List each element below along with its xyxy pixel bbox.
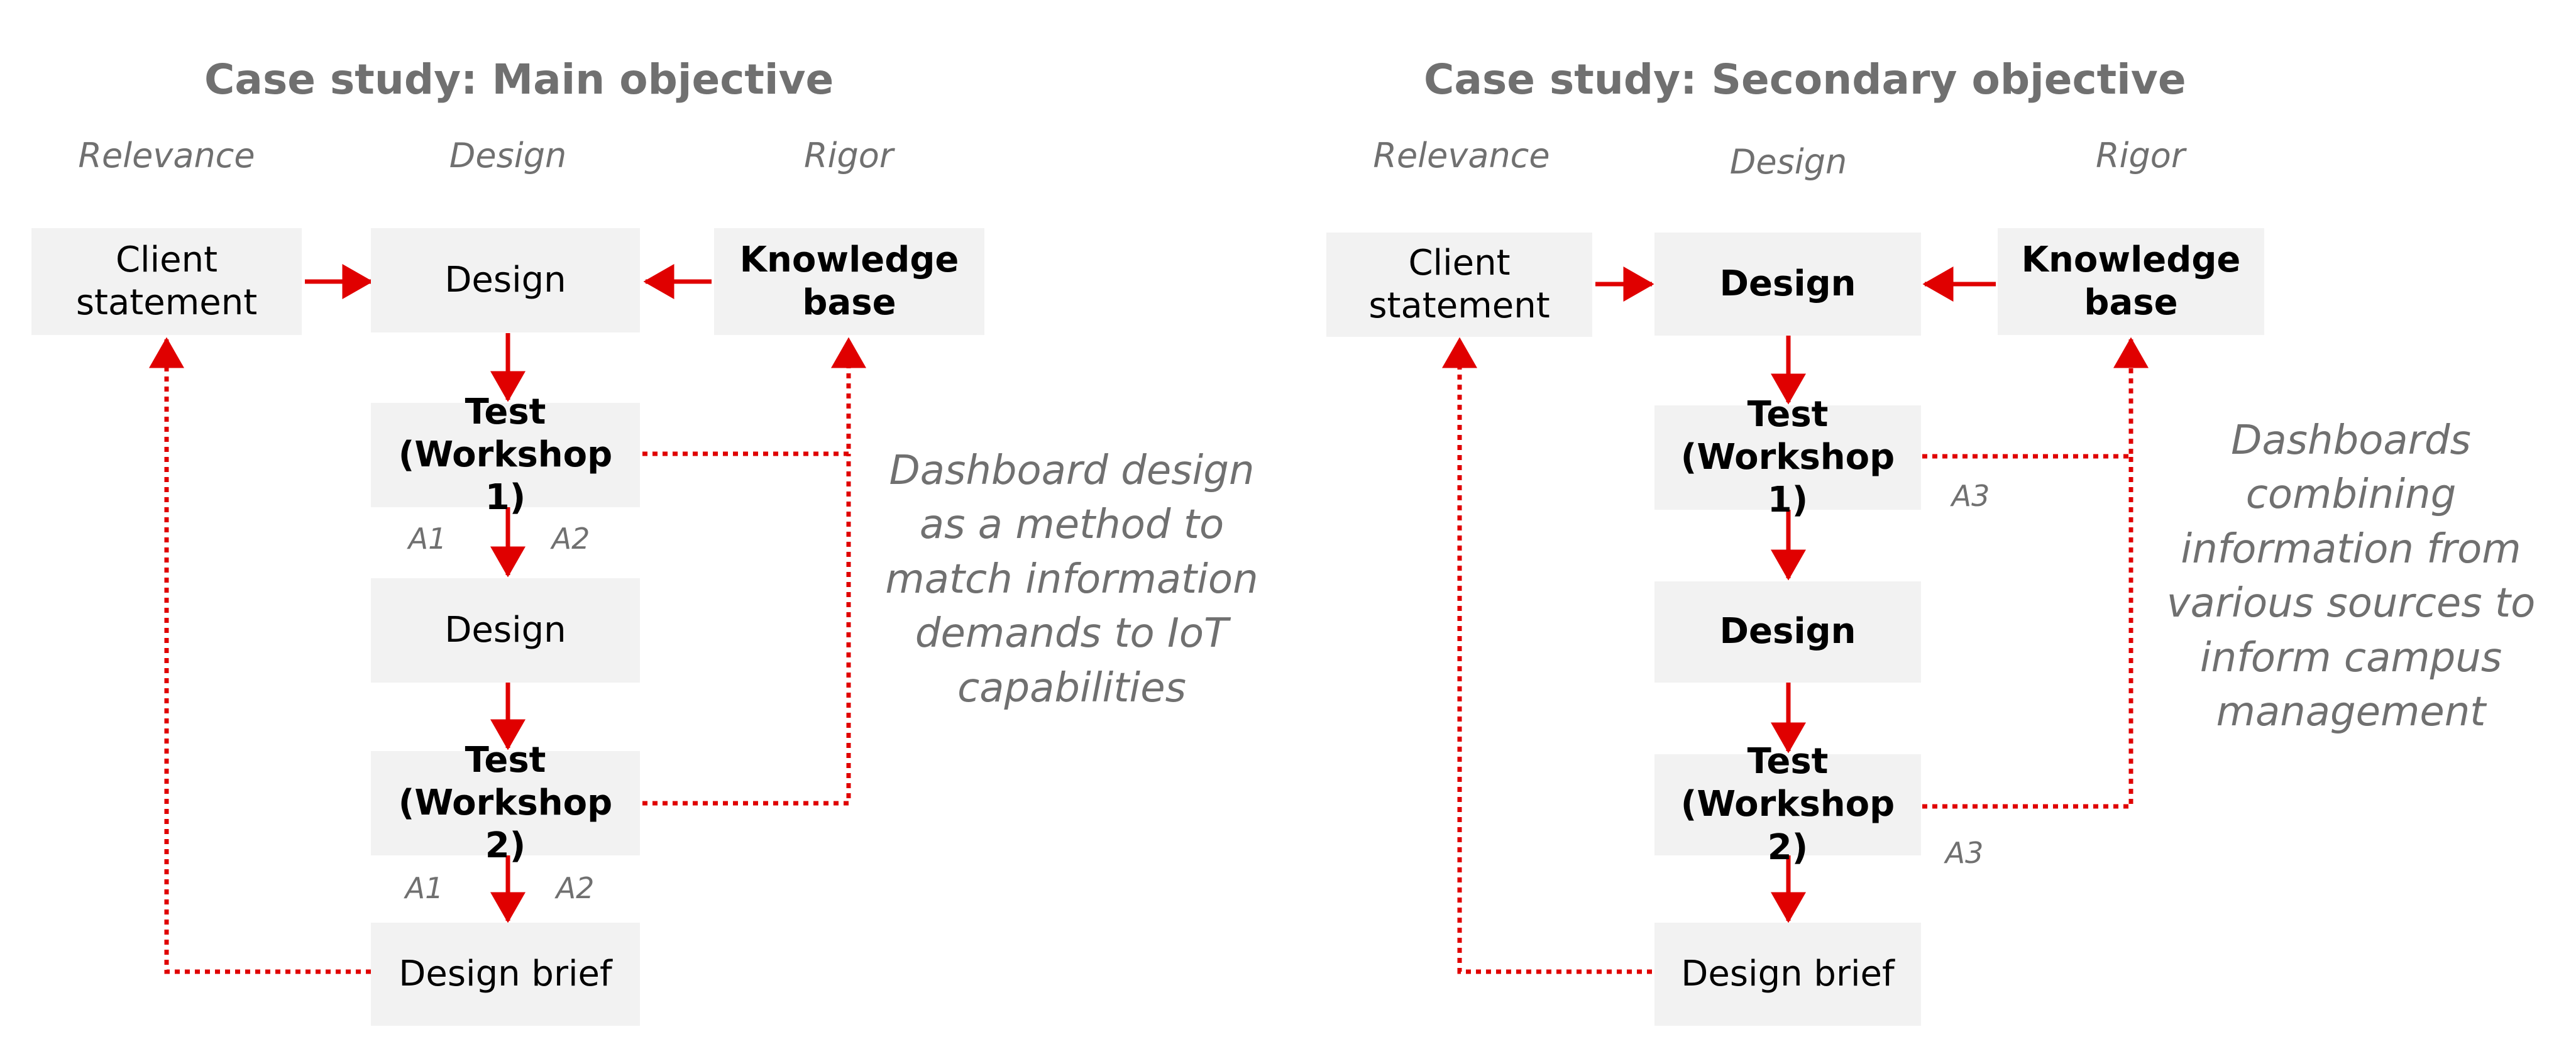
design-box: Design bbox=[1654, 233, 1921, 336]
annotation-test1-left: A1 bbox=[408, 522, 447, 556]
annotation-test2-left: A1 bbox=[405, 871, 444, 905]
test-workshop-1-box: Test (Workshop 1) bbox=[371, 392, 640, 518]
feedback-test2-to-knowledge bbox=[642, 454, 851, 806]
design-box: Design bbox=[371, 228, 640, 332]
note-line: inform campus bbox=[2199, 634, 2502, 681]
test-workshop-2-box: Test (Workshop 2) bbox=[371, 740, 640, 866]
design-box-2: Design bbox=[1654, 581, 1921, 683]
feedback-test1-to-knowledge-2 bbox=[1922, 337, 2149, 459]
column-label-relevance: Relevance bbox=[1373, 136, 1550, 175]
feedback-brief-to-client-2 bbox=[1442, 337, 1652, 974]
test-workshop-2-box: Test (Workshop 2) bbox=[1654, 741, 1921, 868]
client-statement-box: Client statement bbox=[31, 228, 302, 335]
note-line: as a method to bbox=[919, 502, 1225, 549]
note-line: capabilities bbox=[957, 664, 1186, 711]
panel-title: Case study: Secondary objective bbox=[1424, 55, 2186, 104]
note-line: combining bbox=[2245, 471, 2457, 519]
feedback-test1-to-knowledge bbox=[642, 337, 866, 456]
client-statement-box: Client statement bbox=[1326, 233, 1592, 337]
design-brief-box: Design brief bbox=[371, 923, 640, 1026]
note-line: Dashboards bbox=[2231, 417, 2471, 464]
note-line: demands to IoT bbox=[915, 610, 1229, 657]
note-line: various sources to bbox=[2166, 580, 2536, 627]
annotation-test2: A3 bbox=[1945, 836, 1984, 870]
column-label-rigor: Rigor bbox=[2095, 136, 2186, 175]
design-box-2: Design bbox=[371, 578, 640, 683]
note-line: Dashboard design bbox=[889, 448, 1255, 494]
panel-title: Case study: Main objective bbox=[204, 55, 834, 104]
design-brief-box: Design brief bbox=[1654, 923, 1921, 1026]
annotation-test2-right: A2 bbox=[556, 871, 595, 905]
main-objective-note: Dashboard design as a method to match in… bbox=[885, 444, 1258, 715]
annotation-test1-right: A2 bbox=[551, 522, 590, 556]
note-line: management bbox=[2216, 688, 2486, 735]
knowledge-base-box: Knowledge base bbox=[714, 228, 984, 335]
column-label-design: Design bbox=[449, 136, 567, 175]
knowledge-base-box: Knowledge base bbox=[1998, 228, 2264, 335]
annotation-test1: A3 bbox=[1951, 479, 1990, 513]
column-label-design: Design bbox=[1729, 142, 1847, 182]
feedback-brief-to-client bbox=[149, 337, 371, 974]
secondary-objective-note: Dashboards combining information from va… bbox=[2167, 414, 2535, 739]
column-label-rigor: Rigor bbox=[803, 136, 894, 175]
column-label-relevance: Relevance bbox=[78, 136, 255, 175]
note-line: information from bbox=[2181, 525, 2521, 573]
test-workshop-1-box: Test (Workshop 1) bbox=[1654, 394, 1921, 520]
note-line: match information bbox=[885, 556, 1258, 603]
